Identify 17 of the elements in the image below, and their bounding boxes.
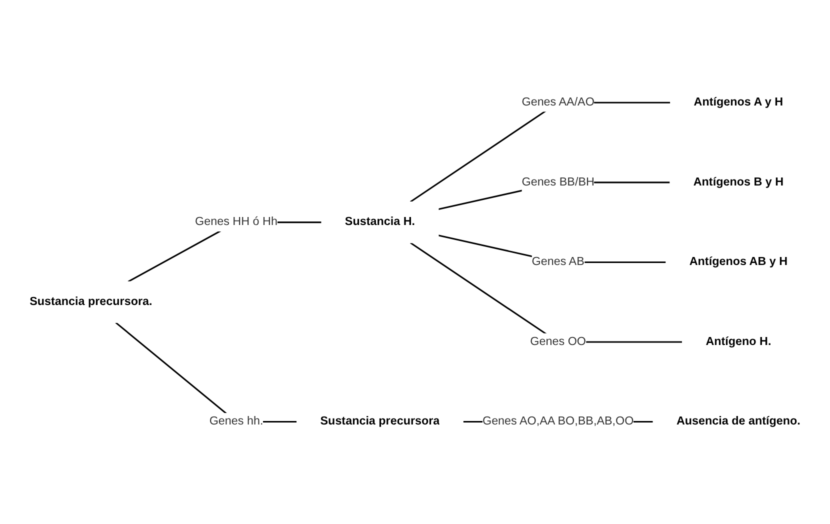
node-text: Sustancia H. xyxy=(344,214,416,228)
edge-label: Genes hh. xyxy=(209,414,264,428)
node-text: Antígeno H. xyxy=(706,334,772,348)
connector xyxy=(410,242,682,343)
edge-label: Genes AO,AA BO,BB,AB,OO xyxy=(482,414,634,428)
edge-label: Genes AB xyxy=(532,254,584,268)
edge-label: Genes HH ó Hh xyxy=(195,214,278,228)
edge-label: Genes BB/BH xyxy=(522,175,594,188)
node-text: Sustancia precursora. xyxy=(30,294,152,308)
edge-label: Genes OO xyxy=(530,334,586,348)
connector xyxy=(410,102,670,202)
node-text: Ausencia de antígeno. xyxy=(676,414,800,428)
edge-label: Genes AA/AO xyxy=(522,95,594,108)
node-text: Antígenos B y H xyxy=(693,175,784,188)
node-text: Sustancia precursora xyxy=(320,414,440,428)
node-text: Antígenos A y H xyxy=(694,95,784,108)
node-text: Antígenos AB y H xyxy=(689,254,788,268)
